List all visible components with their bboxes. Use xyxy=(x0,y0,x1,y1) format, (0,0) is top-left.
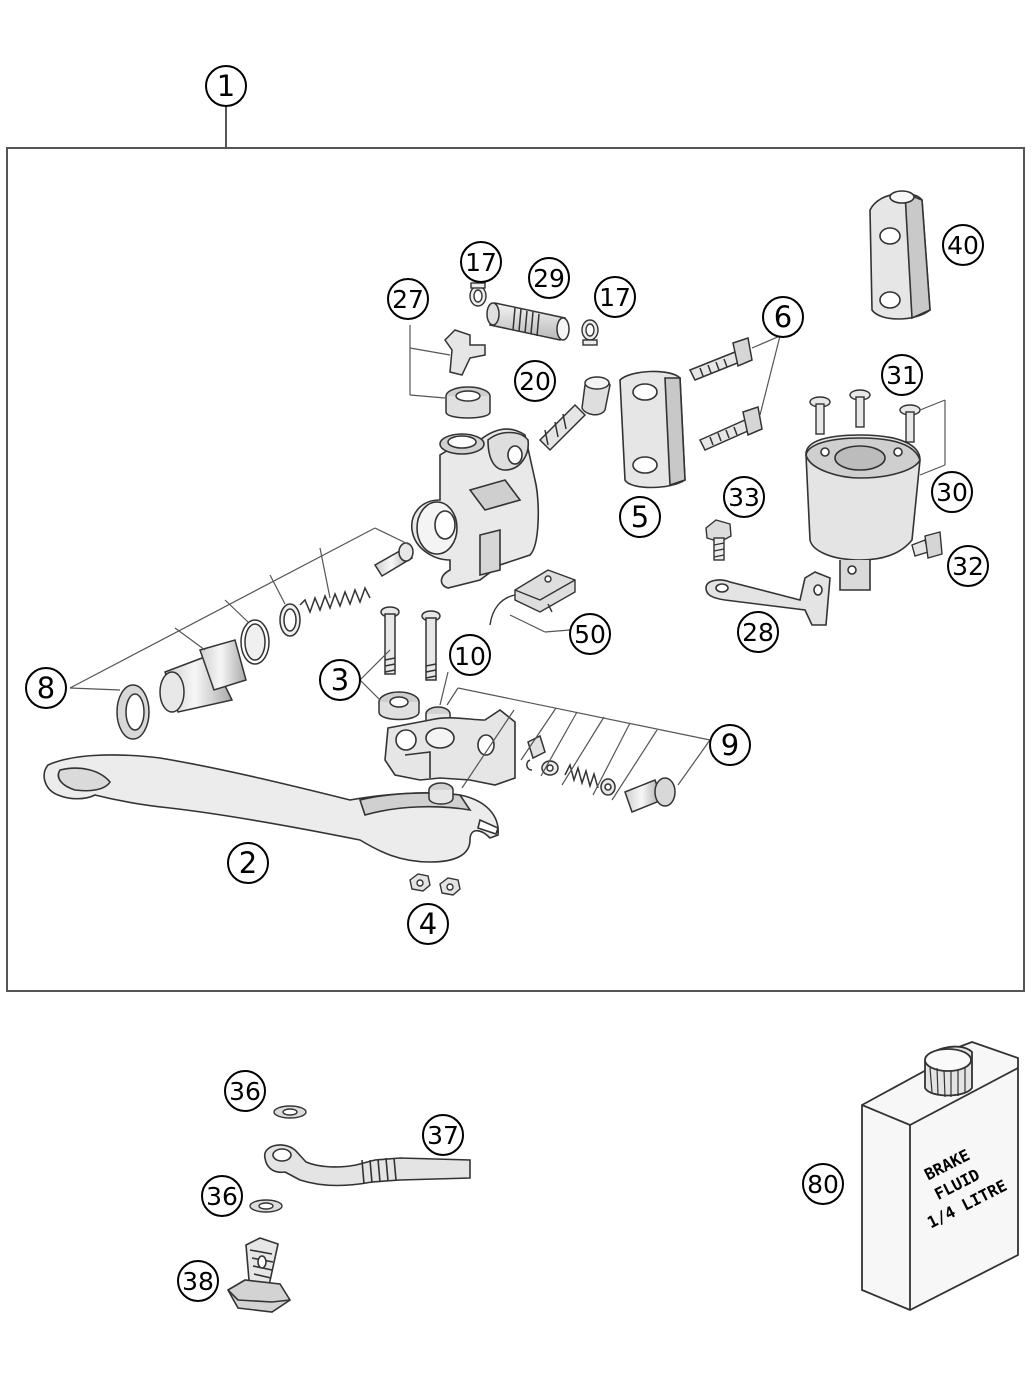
lever-carrier-part-9-body xyxy=(384,709,516,786)
svg-text:36: 36 xyxy=(229,1077,261,1106)
piston-kit-part-8 xyxy=(116,542,414,740)
callout-2: 2 xyxy=(227,842,269,884)
callout-30: 30 xyxy=(931,471,973,513)
svg-text:10: 10 xyxy=(454,642,486,671)
assembly-frame xyxy=(6,147,1025,992)
reservoir-part-30 xyxy=(805,434,921,591)
leader-lines-8 xyxy=(69,527,411,691)
screws-part-6 xyxy=(688,337,763,451)
svg-text:6: 6 xyxy=(774,300,792,334)
callout-6: 6 xyxy=(762,296,804,338)
callout-80: 80 xyxy=(802,1163,844,1205)
callout-37: 37 xyxy=(422,1114,464,1156)
callouts: 1 2 3 4 5 6 8 9 10 17 17 20 27 28 29 30 … xyxy=(25,65,989,1302)
leader-lines-6 xyxy=(751,335,781,416)
svg-text:17: 17 xyxy=(599,283,631,312)
callout-10: 10 xyxy=(449,634,491,676)
callout-4: 4 xyxy=(407,903,449,945)
callout-17-left: 17 xyxy=(460,241,502,283)
callout-27: 27 xyxy=(387,278,429,320)
svg-text:30: 30 xyxy=(936,478,968,507)
washer-part-36-bottom xyxy=(249,1199,283,1213)
callout-36-bottom: 36 xyxy=(201,1175,243,1217)
sleeve-part-29 xyxy=(486,302,570,341)
svg-text:33: 33 xyxy=(728,483,760,512)
svg-text:36: 36 xyxy=(206,1182,238,1211)
svg-text:1: 1 xyxy=(217,69,235,103)
callout-40: 40 xyxy=(942,224,984,266)
nuts-part-4 xyxy=(409,873,461,896)
callout-38: 38 xyxy=(177,1260,219,1302)
clamp-part-40 xyxy=(869,190,931,320)
hose-part-37 xyxy=(264,1144,471,1187)
svg-text:4: 4 xyxy=(419,907,437,941)
bleeder-part-20 xyxy=(538,376,611,452)
svg-text:29: 29 xyxy=(533,264,565,293)
switch-part-50 xyxy=(489,569,576,626)
svg-text:8: 8 xyxy=(37,671,55,705)
svg-text:80: 80 xyxy=(807,1170,839,1199)
brake-fluid-bottle-part-80 xyxy=(861,1041,1019,1311)
screw-part-32 xyxy=(911,531,943,559)
callout-29: 29 xyxy=(528,257,570,299)
leader-lines-3 xyxy=(359,649,391,701)
bolt-part-33 xyxy=(705,519,732,561)
svg-text:2: 2 xyxy=(239,846,257,880)
leader-lines-27 xyxy=(409,325,451,399)
callout-1: 1 xyxy=(205,65,247,107)
bolts-part-3 xyxy=(380,606,441,681)
leader-lines-50 xyxy=(509,614,571,633)
callout-36-top: 36 xyxy=(224,1070,266,1112)
svg-text:3: 3 xyxy=(331,663,349,697)
svg-text:20: 20 xyxy=(519,367,551,396)
washer-part-36-top xyxy=(273,1105,307,1119)
screws-part-31 xyxy=(809,389,921,443)
callout-33: 33 xyxy=(723,476,765,518)
clamp-part-5 xyxy=(619,370,686,489)
callout-20: 20 xyxy=(514,360,556,402)
leader-lines-30-31 xyxy=(919,399,946,476)
clip-part-17-left xyxy=(469,282,487,307)
callout-3: 3 xyxy=(319,659,361,701)
fitting-part-27 xyxy=(444,329,491,419)
svg-text:27: 27 xyxy=(392,285,424,314)
svg-text:32: 32 xyxy=(952,552,984,581)
clip-part-17-right xyxy=(581,319,599,346)
master-cylinder-body xyxy=(411,428,540,589)
callout-17-right: 17 xyxy=(594,276,636,318)
svg-text:17: 17 xyxy=(465,248,497,277)
callout-32: 32 xyxy=(947,545,989,587)
svg-text:50: 50 xyxy=(574,620,606,649)
svg-text:31: 31 xyxy=(886,361,918,390)
svg-text:38: 38 xyxy=(182,1267,214,1296)
callout-5: 5 xyxy=(619,496,661,538)
banjo-bolt-part-38 xyxy=(226,1237,292,1313)
callout-31: 31 xyxy=(881,354,923,396)
svg-text:9: 9 xyxy=(721,728,739,762)
callout-8: 8 xyxy=(25,667,67,709)
bracket-part-28 xyxy=(705,571,831,626)
brake-lever-part-2 xyxy=(43,754,499,863)
svg-text:28: 28 xyxy=(742,618,774,647)
adjuster-kit-part-9 xyxy=(526,734,676,813)
callout-9: 9 xyxy=(709,724,751,766)
svg-text:5: 5 xyxy=(631,500,649,534)
svg-text:40: 40 xyxy=(947,231,979,260)
leader-lines-10 xyxy=(439,671,449,706)
svg-text:37: 37 xyxy=(427,1121,459,1150)
callout-50: 50 xyxy=(569,613,611,655)
leader-lines-9 xyxy=(446,687,711,801)
callout-28: 28 xyxy=(737,611,779,653)
